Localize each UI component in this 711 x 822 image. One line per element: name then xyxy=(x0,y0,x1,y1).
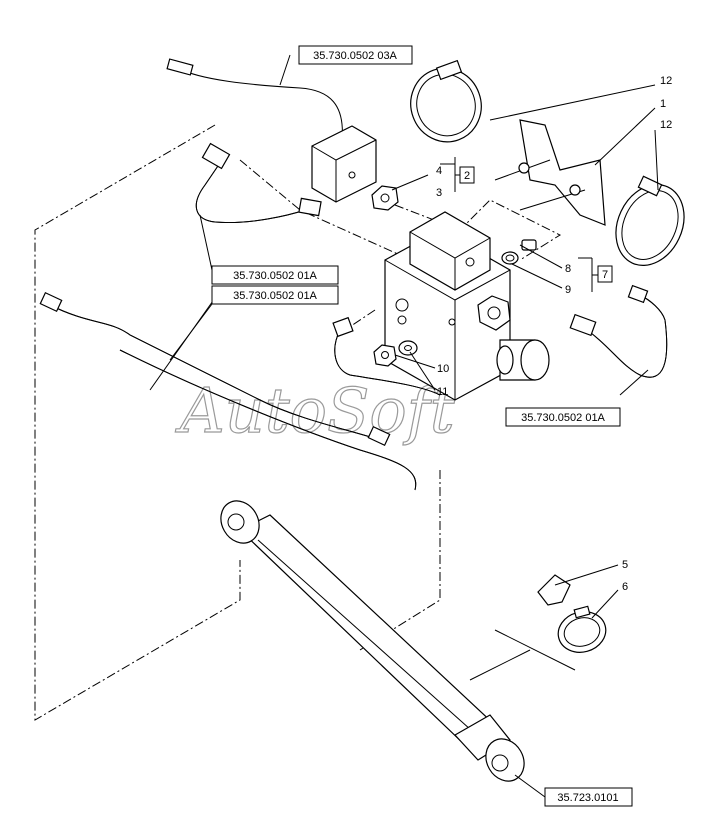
hose-clamp-part-12-left xyxy=(410,59,482,143)
callout-2: 2 xyxy=(464,170,470,182)
plug-part-8 xyxy=(521,239,537,251)
callout-4: 4 xyxy=(436,165,442,177)
nut-part-10 xyxy=(373,344,397,367)
seal-part-9 xyxy=(501,251,519,265)
callout-10: 10 xyxy=(437,363,449,375)
callout-box-7: 7 xyxy=(597,265,613,283)
callout-box-2: 2 xyxy=(459,166,475,184)
sensor-cable xyxy=(166,58,377,203)
washer-part-11 xyxy=(398,340,418,356)
callout-7: 7 xyxy=(602,269,608,281)
ref-text-01A-upper: 35.730.0502 01A xyxy=(233,270,317,282)
callout-11: 11 xyxy=(437,386,448,398)
ref-box-cylinder[interactable]: 35.723.0101 xyxy=(544,787,633,807)
watermark-text: AutoSoft xyxy=(175,374,455,447)
hydraulic-lines xyxy=(39,142,668,491)
hydraulic-cylinder xyxy=(220,500,576,782)
hose-clamp-part-12-right xyxy=(615,175,685,266)
ref-text-cylinder: 35.723.0101 xyxy=(557,792,618,804)
callout-12-right: 12 xyxy=(660,119,672,131)
ref-box-01A-middle[interactable]: 35.730.0502 01A xyxy=(211,285,339,305)
ref-text-01A-right: 35.730.0502 01A xyxy=(521,412,605,424)
ref-box-03A[interactable]: 35.730.0502 03A xyxy=(298,45,413,65)
ref-text-03A: 35.730.0502 03A xyxy=(313,50,397,62)
callout-3: 3 xyxy=(436,187,442,199)
nut-part-4 xyxy=(371,185,399,211)
callout-5: 5 xyxy=(622,559,628,571)
callout-6: 6 xyxy=(622,581,628,593)
callout-12-top: 12 xyxy=(660,75,672,87)
callout-8: 8 xyxy=(565,263,571,275)
clip-part-5 xyxy=(537,574,571,606)
valve-block xyxy=(384,211,550,401)
ref-box-01A-right[interactable]: 35.730.0502 01A xyxy=(505,407,621,427)
callout-1: 1 xyxy=(660,98,666,110)
clamp-part-6 xyxy=(557,605,607,653)
leader-lines xyxy=(149,54,659,798)
ref-box-01A-upper[interactable]: 35.730.0502 01A xyxy=(211,265,339,285)
bracket-part-1 xyxy=(494,119,606,226)
ref-text-01A-middle: 35.730.0502 01A xyxy=(233,290,317,302)
callout-9: 9 xyxy=(565,284,571,296)
